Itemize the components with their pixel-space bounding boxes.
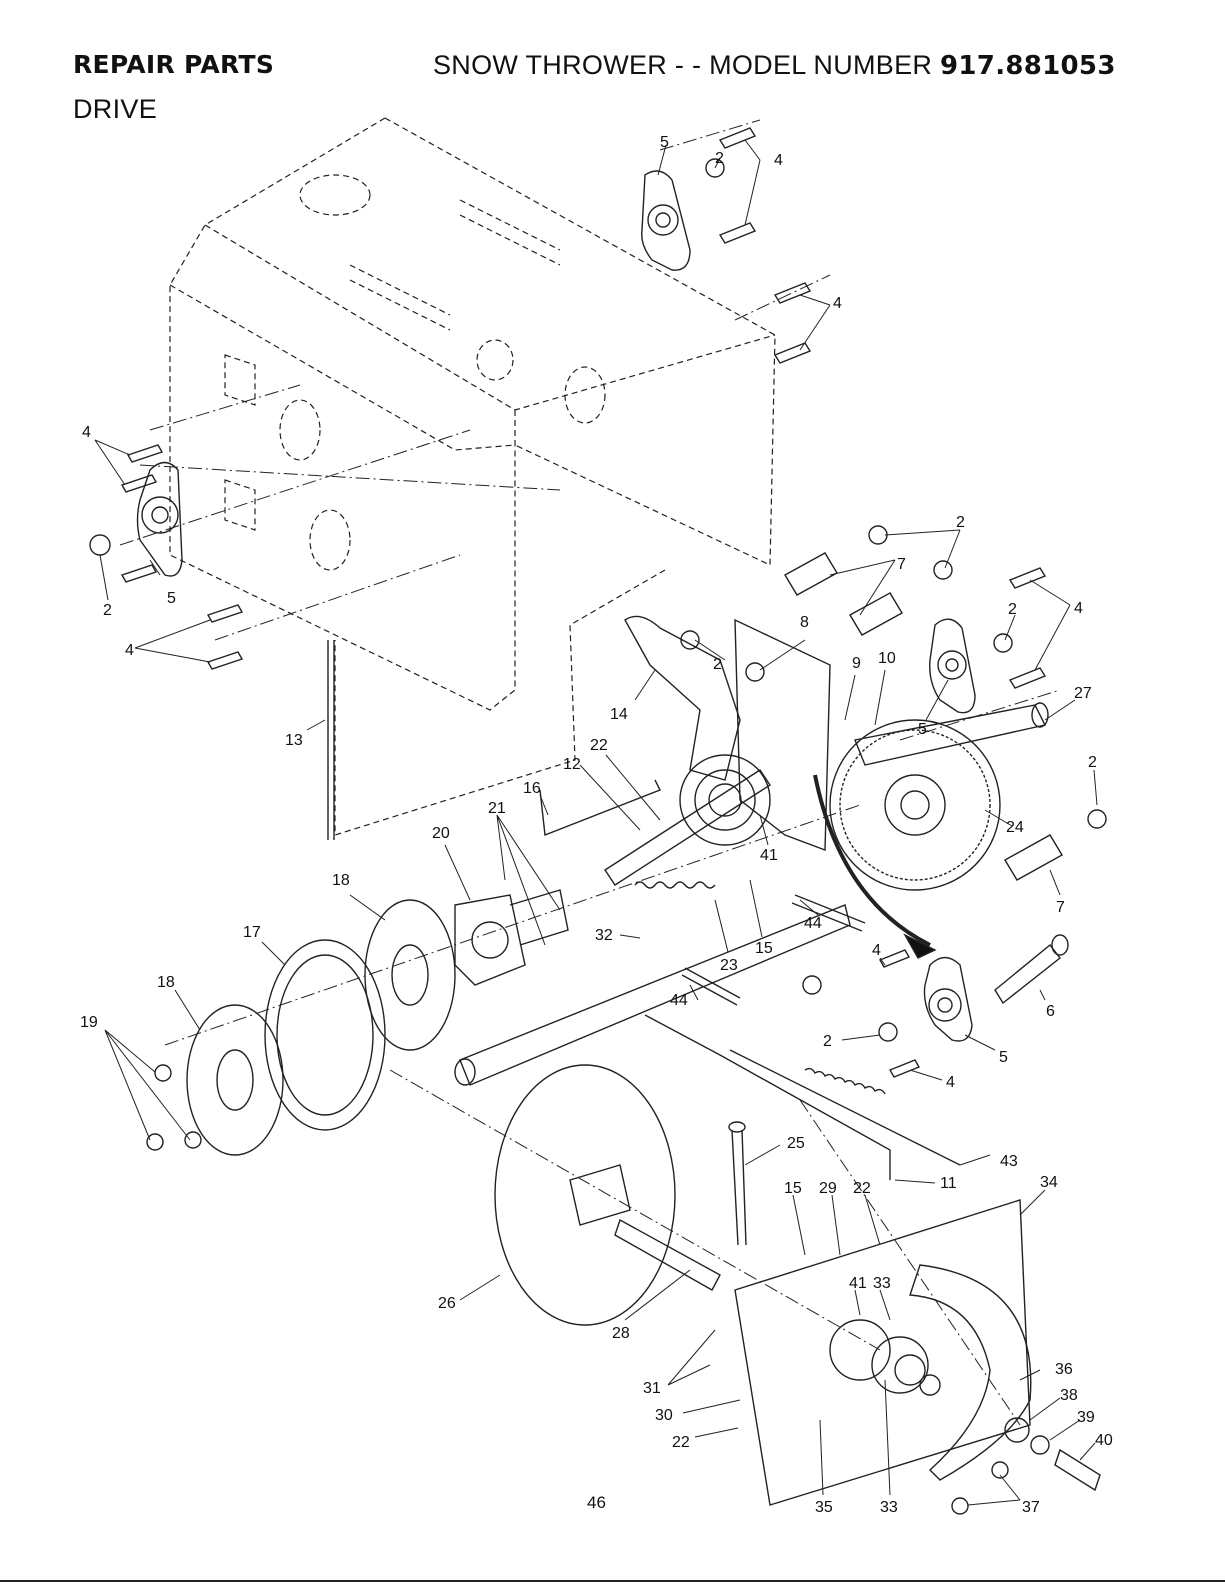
callout-label: 17 xyxy=(243,924,261,941)
hex-nuts xyxy=(90,159,1106,1514)
callout-label: 41 xyxy=(760,847,778,864)
callout-label: 44 xyxy=(670,992,688,1009)
callout-label: 32 xyxy=(595,927,613,944)
callout-label: 4 xyxy=(82,424,91,441)
callout-label: 31 xyxy=(643,1380,661,1397)
shift-pin xyxy=(729,1122,746,1245)
lower-drive-frame xyxy=(735,1200,1031,1505)
callout-label: 36 xyxy=(1055,1361,1073,1378)
callout-label: 2 xyxy=(1008,601,1017,618)
callout-label: 24 xyxy=(1006,819,1024,836)
callout-label: 7 xyxy=(897,556,906,573)
drive-hub-plate xyxy=(455,890,568,985)
callout-label: 39 xyxy=(1077,1409,1095,1426)
callout-label: 5 xyxy=(660,134,669,151)
callout-label: 30 xyxy=(655,1407,673,1424)
callout-label: 43 xyxy=(1000,1153,1018,1170)
callout-label: 4 xyxy=(833,295,842,312)
callout-label: 5 xyxy=(999,1049,1008,1066)
callout-label: 27 xyxy=(1074,685,1092,702)
callout-label: 2 xyxy=(715,150,724,167)
roll-pins xyxy=(682,895,865,1005)
callout-label: 38 xyxy=(1060,1387,1078,1404)
callout-label: 4 xyxy=(1074,600,1083,617)
page-number: 46 xyxy=(587,1493,606,1513)
drive-gear xyxy=(830,720,1000,890)
callout-label: 2 xyxy=(103,602,112,619)
cable-and-spring xyxy=(645,1015,960,1180)
callout-label: 13 xyxy=(285,732,303,749)
friction-plate-upper xyxy=(365,900,455,1050)
flange-bearing-right xyxy=(930,619,975,712)
callout-label: 19 xyxy=(80,1014,98,1031)
callout-label: 20 xyxy=(432,825,450,842)
callout-label: 26 xyxy=(438,1295,456,1312)
callout-label: 6 xyxy=(1046,1003,1055,1020)
callout-label: 21 xyxy=(488,800,506,817)
bearing-housing xyxy=(680,755,770,845)
callout-label: 14 xyxy=(610,706,628,723)
callout-label: 37 xyxy=(1022,1499,1040,1516)
callout-label: 2 xyxy=(713,656,722,673)
callout-label: 40 xyxy=(1095,1432,1113,1449)
callout-label: 2 xyxy=(1088,754,1097,771)
callout-label: 22 xyxy=(590,737,608,754)
callout-label: 22 xyxy=(672,1434,690,1451)
callout-label: 33 xyxy=(880,1499,898,1516)
callout-label: 10 xyxy=(878,650,896,667)
callout-label: 41 xyxy=(849,1275,867,1292)
callout-label: 25 xyxy=(787,1135,805,1152)
rod xyxy=(328,640,334,840)
callout-label: 18 xyxy=(332,872,350,889)
callout-labels: 5 2 4 4 4 2 5 4 2 7 2 4 8 2 9 10 5 27 14… xyxy=(80,134,1113,1516)
callout-label: 33 xyxy=(873,1275,891,1292)
callout-label: 15 xyxy=(784,1180,802,1197)
callout-label: 4 xyxy=(125,642,134,659)
assembly-axis-lines xyxy=(120,120,1060,1425)
callout-label: 12 xyxy=(563,756,581,773)
callout-label: 5 xyxy=(167,590,176,607)
callout-label: 9 xyxy=(852,655,861,672)
axle-bolt xyxy=(995,935,1068,1003)
callout-label: 4 xyxy=(946,1074,955,1091)
callout-label: 29 xyxy=(819,1180,837,1197)
callout-label: 16 xyxy=(523,780,541,797)
hex-shaft xyxy=(455,905,850,1085)
flange-bearing-lower xyxy=(924,958,972,1042)
leader-lines xyxy=(95,140,1097,1505)
callout-label: 23 xyxy=(720,957,738,974)
gear-shaft xyxy=(855,703,1048,765)
flange-bearing-left xyxy=(138,463,183,577)
callout-label: 18 xyxy=(157,974,175,991)
callout-label: 34 xyxy=(1040,1174,1058,1191)
callout-label: 15 xyxy=(755,940,773,957)
friction-plate-lower xyxy=(187,1005,283,1155)
callout-label: 2 xyxy=(823,1033,832,1050)
callout-label: 22 xyxy=(853,1180,871,1197)
callout-label: 4 xyxy=(774,152,783,169)
callout-label: 4 xyxy=(872,942,881,959)
callout-label: 8 xyxy=(800,614,809,631)
callout-label: 11 xyxy=(940,1175,957,1192)
friction-disc xyxy=(495,1065,720,1325)
flange-bearing-top xyxy=(642,171,690,270)
callout-label: 2 xyxy=(956,514,965,531)
callout-label: 44 xyxy=(804,915,822,932)
callout-label: 7 xyxy=(1056,899,1065,916)
callout-label: 5 xyxy=(918,721,927,738)
friction-ring xyxy=(265,940,385,1130)
bottom-rule xyxy=(0,1580,1225,1582)
callout-label: 28 xyxy=(612,1325,630,1342)
callout-label: 35 xyxy=(815,1499,833,1516)
spring xyxy=(635,882,715,888)
